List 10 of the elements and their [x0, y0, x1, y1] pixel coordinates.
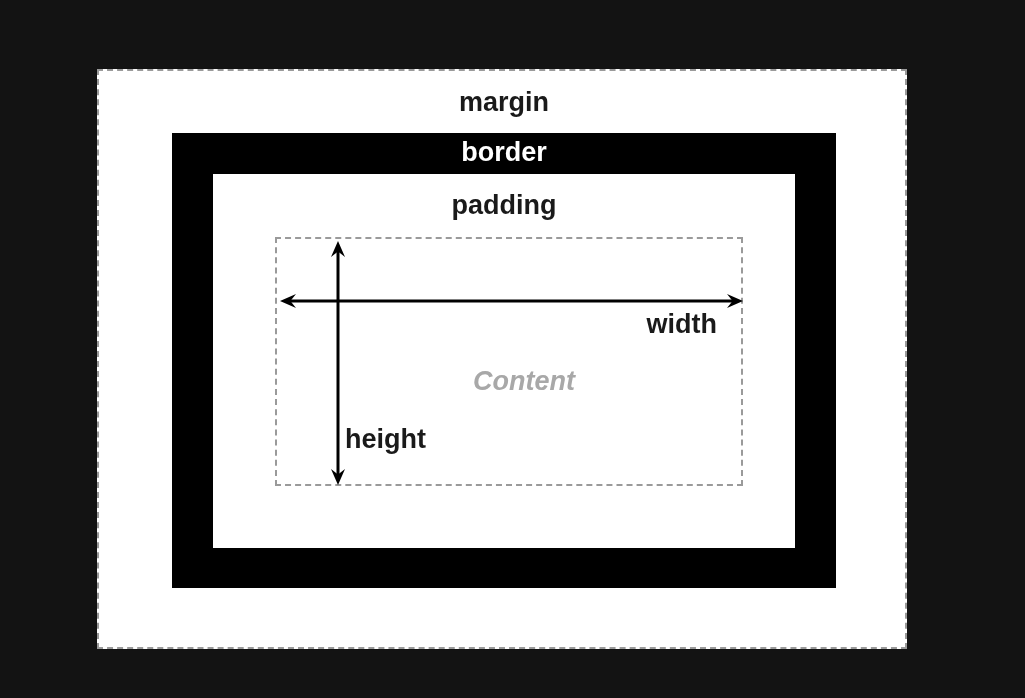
margin-box: [97, 69, 907, 649]
border-box: [172, 133, 836, 588]
dimension-label: height: [345, 425, 426, 455]
content-box: [275, 237, 743, 486]
padding-box: [213, 174, 795, 548]
dimension-label: width: [646, 310, 717, 340]
box-label: padding: [451, 191, 557, 221]
box-label: margin: [459, 88, 549, 118]
content-label: Content: [473, 367, 575, 397]
box-label: border: [461, 138, 547, 168]
